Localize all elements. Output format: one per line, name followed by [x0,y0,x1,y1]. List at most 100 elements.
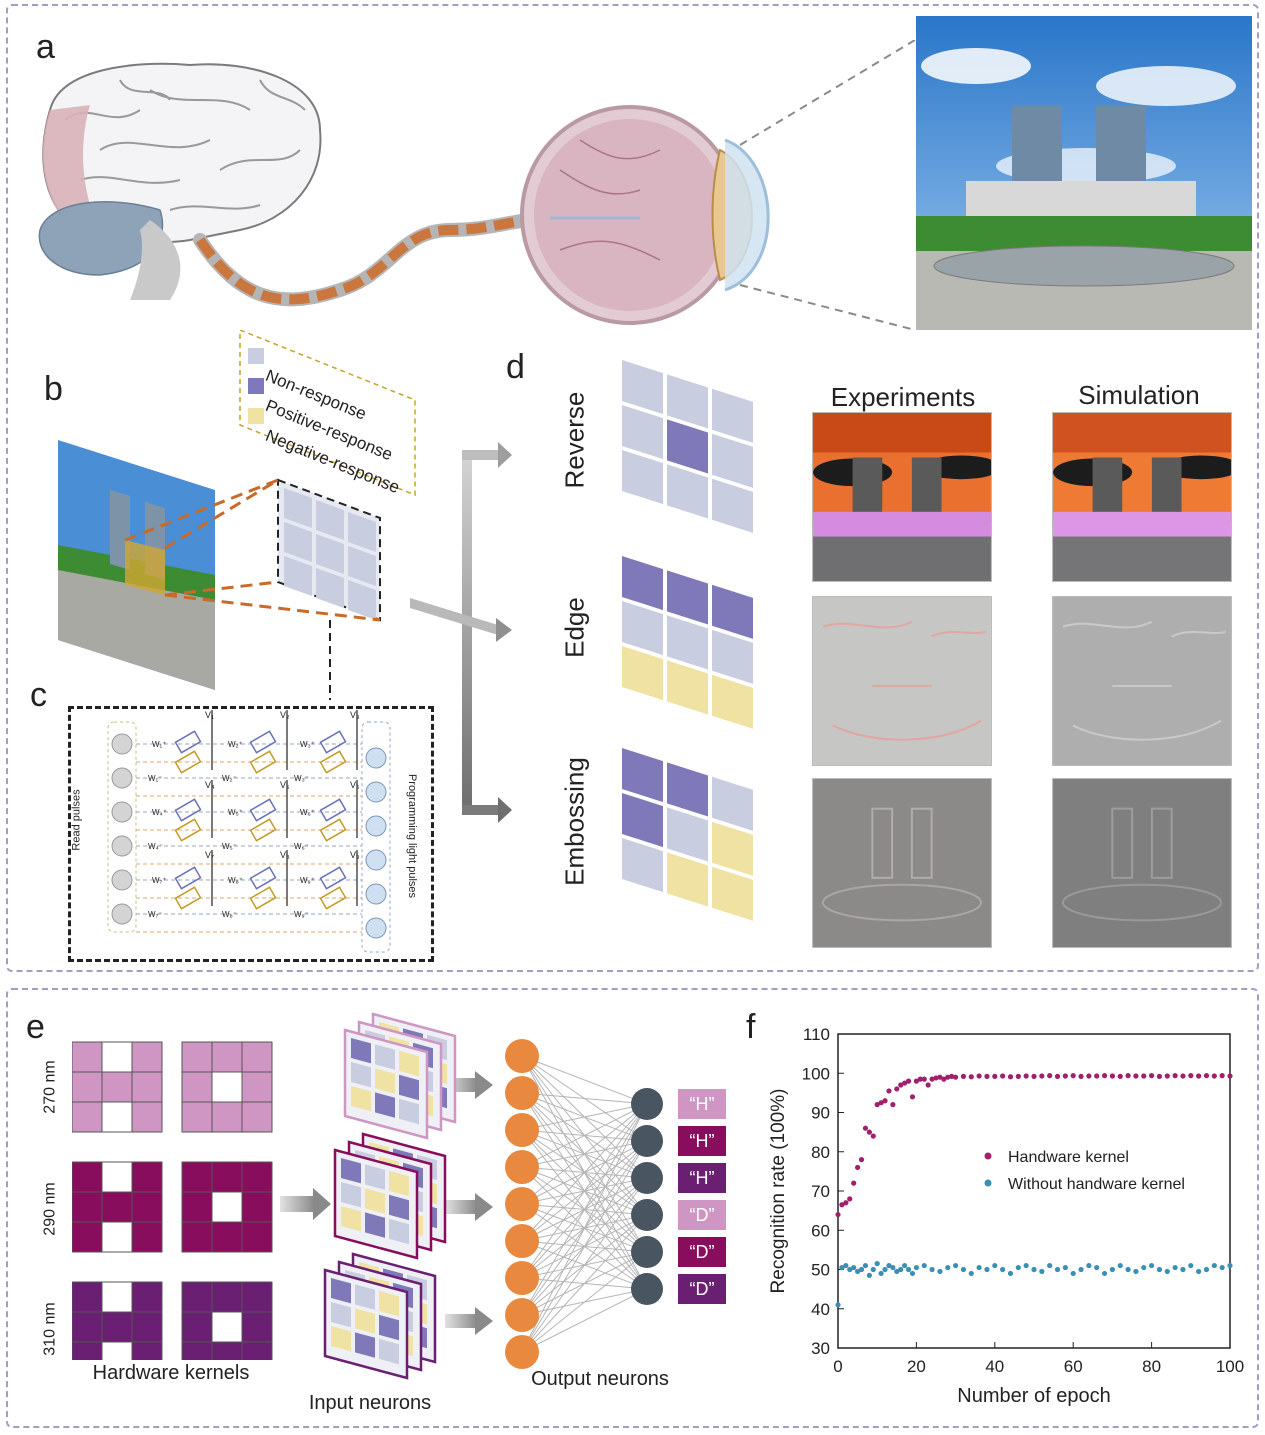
kernel-cell [622,748,663,803]
circuit-output-v4: V₄ [205,780,215,790]
circuit-output-v5: V₅ [280,780,290,790]
campus-photo [916,16,1252,330]
kernel-cell [181,1191,213,1223]
panel-d-kernels [622,360,753,921]
kernel-cell [241,1161,273,1193]
kernel-cell [622,646,663,701]
weight-w1n: W₁⁻ [148,774,163,783]
data-point [866,1272,872,1278]
input-neuron [505,1150,539,1184]
y-tick-label: 80 [811,1143,830,1162]
data-point [1094,1073,1100,1079]
kernel-cell [622,450,663,505]
input-feature-stack [333,1132,447,1260]
data-point [992,1073,998,1079]
data-point [1125,1266,1131,1273]
kernel-cell [241,1341,273,1360]
data-point [882,1098,888,1104]
data-point [1047,1262,1053,1269]
embossing-experiment-image [812,778,992,948]
kernel-edge [622,556,753,729]
y-tick-label: 50 [811,1261,830,1280]
kernel-cell [101,1041,133,1073]
data-point [894,1086,900,1092]
kernel-cell [241,1221,273,1253]
kernel-cell [712,674,753,729]
data-point [1109,1073,1115,1079]
y-tick-label: 100 [802,1064,830,1083]
kernel-cell [211,1311,243,1343]
weight-w8p: W₈⁺ [228,876,244,885]
circuit-output-v1: V₁ [205,710,215,720]
panel-a-illustration [38,40,916,331]
data-point [917,1076,923,1082]
hardware-kernel [72,1281,163,1360]
kernel-cell [131,1191,163,1223]
data-point [1196,1268,1202,1275]
weight-w7n: W₇⁻ [148,910,163,919]
legend-swatch-positive-response [248,378,264,394]
data-point [953,1262,959,1269]
data-point [1062,1073,1068,1079]
data-point [921,1262,927,1269]
data-point [862,1262,869,1269]
data-point [1133,1268,1139,1275]
kernel-cell [72,1041,103,1073]
kernel-cell [72,1191,103,1223]
y-tick-label: 40 [811,1300,830,1319]
hardware-kernel [181,1281,273,1360]
kernel-cell [181,1101,213,1133]
data-point [968,1270,974,1277]
data-point [909,1094,916,1100]
kernel-cell [667,570,708,625]
data-point [847,1196,853,1202]
wavelength-label-270: 270 nm [41,1060,59,1114]
data-point [1227,1073,1233,1079]
data-point [1031,1266,1037,1273]
kernel-cell [712,866,753,921]
input-feature-stack [323,1252,437,1380]
x-axis-label: Number of epoch [957,1385,1110,1407]
kernel-cell [181,1161,213,1193]
panel-label-f: f [746,1008,756,1046]
x-tick-label: 0 [833,1357,842,1376]
data-point [886,1262,892,1269]
input-neurons-label: Input neurons [308,1392,432,1414]
wavelength-label-310: 310 nm [41,1302,59,1356]
data-point [902,1262,908,1269]
kernel-cell [712,629,753,684]
data-point [929,1266,935,1273]
kernel-cell [131,1221,163,1253]
weight-w9p: W₉⁺ [300,876,315,885]
data-point [1015,1073,1021,1079]
y-tick-label: 110 [803,1025,830,1044]
data-point [1156,1073,1163,1079]
data-point [847,1266,853,1273]
data-point [925,1082,931,1088]
data-point [898,1266,904,1273]
data-point [1188,1262,1194,1269]
kernel-cell [211,1191,243,1223]
eye-illustration [520,105,770,325]
output-class-label: “D” [678,1200,726,1230]
kernel-cell [667,464,708,519]
data-point [1007,1270,1014,1277]
data-point [1149,1073,1155,1079]
kernel-cell [622,360,663,415]
kernel-cell [131,1161,163,1193]
circuit-output-v3: V₃ [350,710,360,720]
kernel-cell [131,1041,163,1073]
x-tick-label: 60 [1064,1357,1083,1376]
output-neuron [631,1199,663,1231]
kernel-cell [622,793,663,848]
data-point [1211,1262,1217,1269]
data-point [905,1266,912,1273]
kernel-cell [241,1281,273,1313]
data-point [874,1102,880,1108]
kernel-embossing [622,748,753,921]
input-feature-stack [343,1012,457,1140]
kernel-cell [211,1101,243,1133]
data-point [976,1073,982,1079]
legend-box [239,330,416,497]
data-point [1219,1264,1225,1271]
